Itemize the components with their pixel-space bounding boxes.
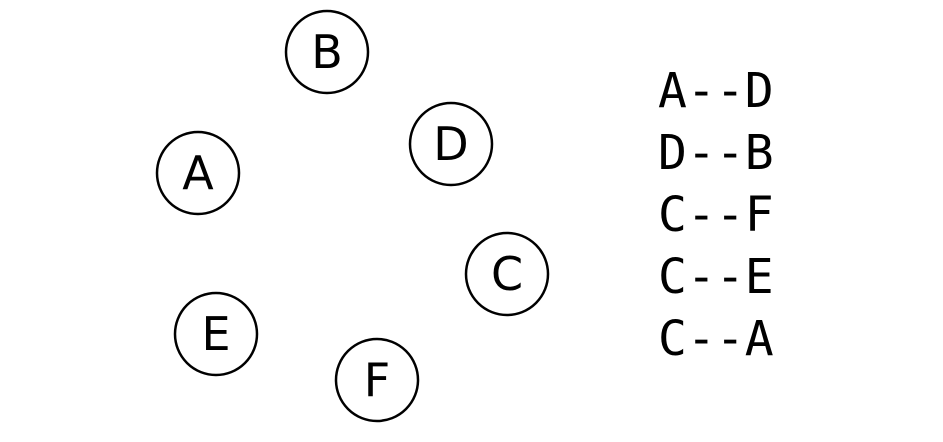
node-D: D <box>408 101 494 187</box>
node-C-label: C <box>491 247 523 301</box>
node-A-label: A <box>182 146 214 200</box>
node-A-circle <box>155 130 241 216</box>
edge-list: A--D D--B C--F C--E C--A <box>658 60 774 370</box>
node-E-circle <box>173 291 259 377</box>
edge-item: A--D <box>658 63 774 119</box>
node-E-label: E <box>201 307 230 361</box>
edge-item: C--F <box>658 187 774 243</box>
node-E: E <box>173 291 259 377</box>
node-B-label: B <box>311 25 343 79</box>
node-C: C <box>464 231 550 317</box>
node-F-circle <box>334 337 420 423</box>
edge-item: C--E <box>658 249 774 305</box>
node-F-label: F <box>364 353 390 407</box>
edge-item: D--B <box>658 125 774 181</box>
node-B: B <box>284 9 370 95</box>
node-C-circle <box>464 231 550 317</box>
node-F: F <box>334 337 420 423</box>
node-D-label: D <box>433 117 468 171</box>
edge-item: C--A <box>658 311 774 367</box>
node-D-circle <box>408 101 494 187</box>
node-B-circle <box>284 9 370 95</box>
node-A: A <box>155 130 241 216</box>
